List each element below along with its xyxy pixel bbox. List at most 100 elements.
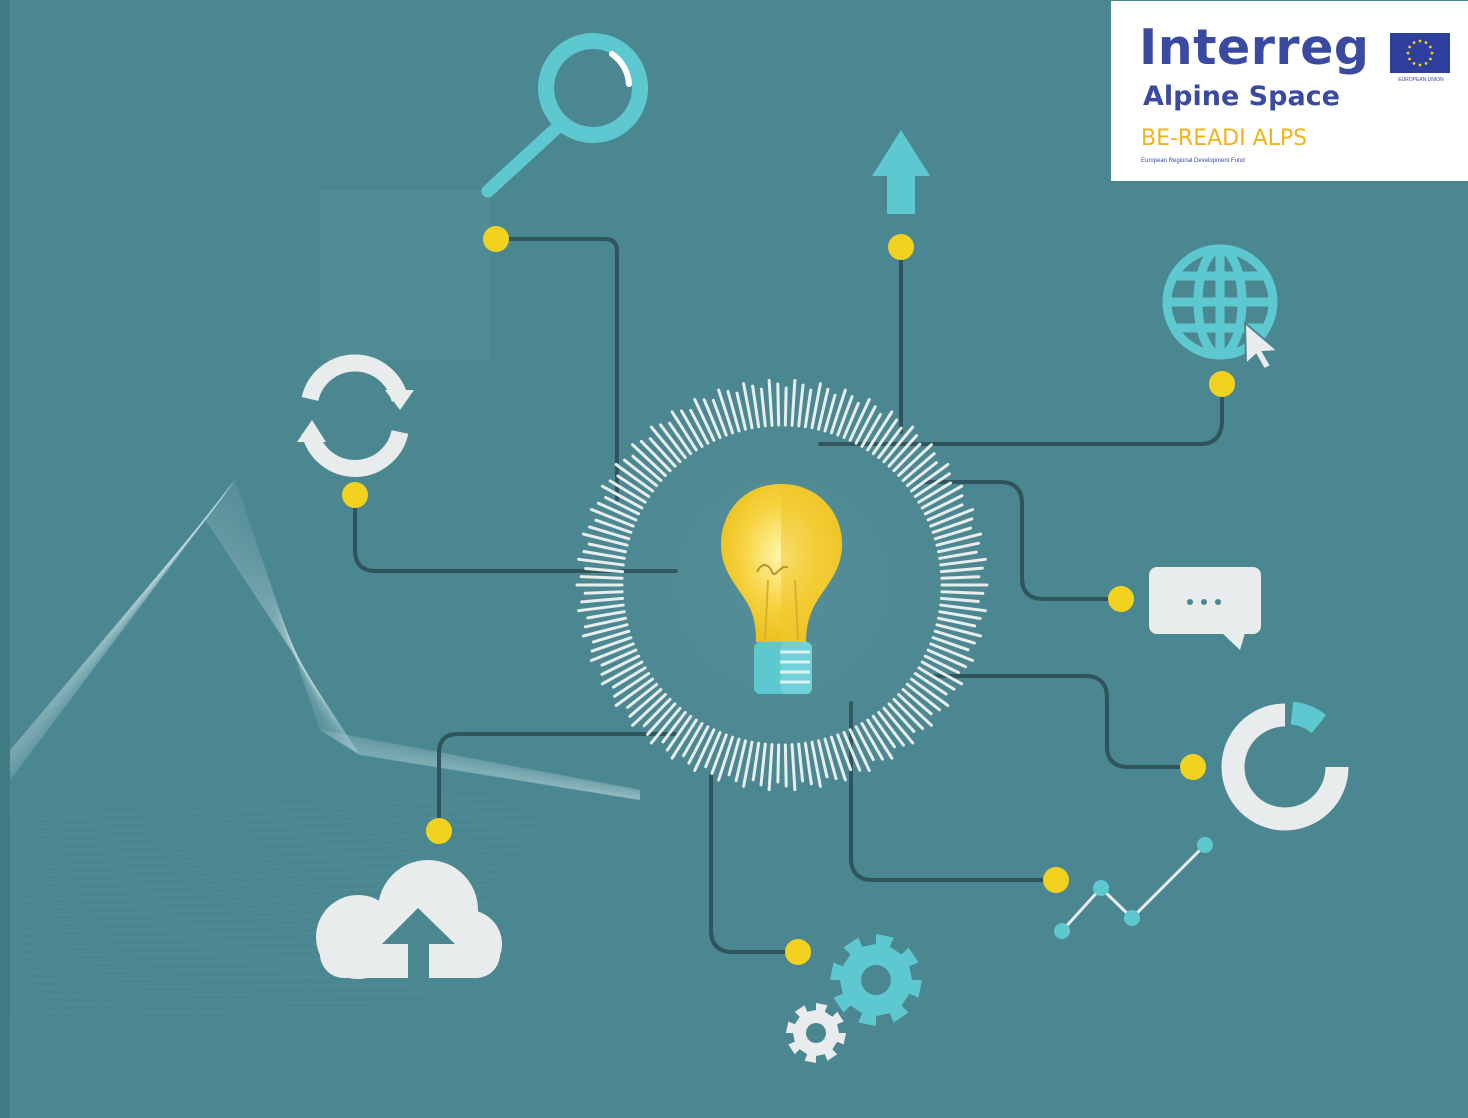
mountain-line [9, 497, 641, 796]
background-mountain-lines [9, 478, 641, 1013]
sunburst-tick [939, 566, 984, 574]
eu-star [1428, 45, 1432, 49]
mountain-line [9, 498, 641, 796]
gear-hole [861, 965, 891, 995]
sunburst-tick [817, 387, 830, 431]
sunburst-tick [584, 567, 625, 574]
sunburst-tick [581, 623, 629, 638]
sunburst-tick [588, 525, 631, 541]
sunburst-tick [682, 722, 704, 758]
mountain-base-line [9, 983, 435, 989]
sunburst-tick [917, 666, 956, 691]
mountain-line [9, 499, 641, 796]
lightbulb-icon [721, 484, 842, 694]
mountain-line [9, 517, 641, 801]
mountain-line [9, 485, 641, 793]
sunburst-ring [575, 378, 989, 792]
eu-star [1424, 41, 1428, 45]
cursor-icon [1243, 320, 1281, 371]
sunburst-tick [937, 541, 981, 554]
mountain-line [9, 509, 641, 799]
sunburst-tick [938, 610, 982, 621]
sunburst-tick [616, 474, 651, 498]
sunburst-tick [854, 405, 877, 445]
refresh-icon [301, 354, 409, 477]
sunburst-tick [596, 501, 638, 522]
sunburst-tick [882, 425, 915, 464]
node-linechart [1043, 867, 1069, 893]
sunburst-tick [877, 710, 906, 747]
sunburst-tick [628, 688, 663, 718]
mountain-base-line [9, 830, 537, 853]
sunburst-tick [842, 730, 862, 772]
sunburst-tick [631, 454, 663, 482]
logo-fund-label: European Regional Development Fund [1141, 158, 1245, 164]
sunburst-tick [586, 610, 626, 620]
sunburst-tick [587, 542, 627, 554]
sunburst-tick [591, 629, 631, 644]
gears-icon [786, 934, 922, 1063]
mountain-line [9, 492, 641, 795]
sunburst-tick [897, 443, 933, 477]
connector-linechart [849, 701, 1058, 882]
sunburst-tick [717, 735, 735, 782]
mountain-line [9, 501, 641, 797]
mountain-line [9, 484, 641, 793]
sunburst-tick [594, 518, 633, 534]
eu-star [1408, 45, 1412, 49]
node-gears [785, 939, 811, 965]
sunburst-tick [751, 741, 761, 782]
sunburst-tick [917, 481, 953, 504]
sunburst-tick [642, 697, 672, 728]
mountain-line [9, 489, 641, 794]
sunburst-tick [639, 439, 672, 473]
sunburst-tick [583, 590, 624, 595]
mountain-line [9, 507, 641, 798]
sunburst-tick [920, 484, 964, 510]
mountain-line [9, 504, 641, 798]
sunburst-tick [887, 434, 918, 468]
eu-star [1424, 61, 1428, 65]
connector-nodes [342, 226, 1235, 965]
cloud-upload-icon [316, 860, 502, 979]
sunburst-tick [939, 557, 987, 567]
connector-cloud [437, 732, 677, 833]
logo-project-name: BE-READI ALPS [1141, 126, 1308, 151]
mountain-base-line [9, 1001, 423, 1005]
sunburst-tick [622, 458, 659, 488]
sunburst-tick [926, 648, 968, 669]
sunburst-tick [582, 549, 626, 560]
sunburst-tick [901, 452, 936, 482]
mountain-line [9, 490, 641, 794]
mountain-base-line [9, 794, 561, 821]
interreg-logo: Interreg Alpine Space BE-READI ALPS Euro… [1111, 1, 1468, 181]
sunburst-tick [776, 382, 781, 427]
sunburst-tick [854, 725, 875, 762]
sunburst-tick [877, 426, 903, 460]
mountain-base-line [9, 812, 549, 837]
mountain-line [9, 479, 641, 791]
sunburst-tick [680, 409, 704, 448]
mountain-base-line [9, 839, 531, 861]
sunburst-tick [590, 636, 633, 653]
sunburst-tick [668, 421, 693, 456]
search-icon [481, 33, 648, 198]
sunburst-tick [687, 725, 710, 765]
mountain-line [9, 516, 641, 801]
mountain-line [9, 487, 641, 793]
sunburst-tick [848, 728, 871, 772]
sunburst-tick [829, 735, 847, 782]
sunburst-tick [923, 654, 960, 675]
logo-region-name: Alpine Space [1143, 81, 1340, 112]
connector-globe [818, 382, 1224, 446]
mountain-line [9, 486, 641, 793]
sunburst-tick [717, 388, 735, 435]
sunburst-tick [829, 388, 847, 435]
sunburst-tick [589, 508, 635, 528]
node-search [483, 226, 509, 252]
sunburst-tick [935, 623, 983, 638]
mountain-line [9, 508, 641, 799]
sunburst-tick [939, 596, 980, 603]
sunburst-tick [767, 378, 774, 427]
